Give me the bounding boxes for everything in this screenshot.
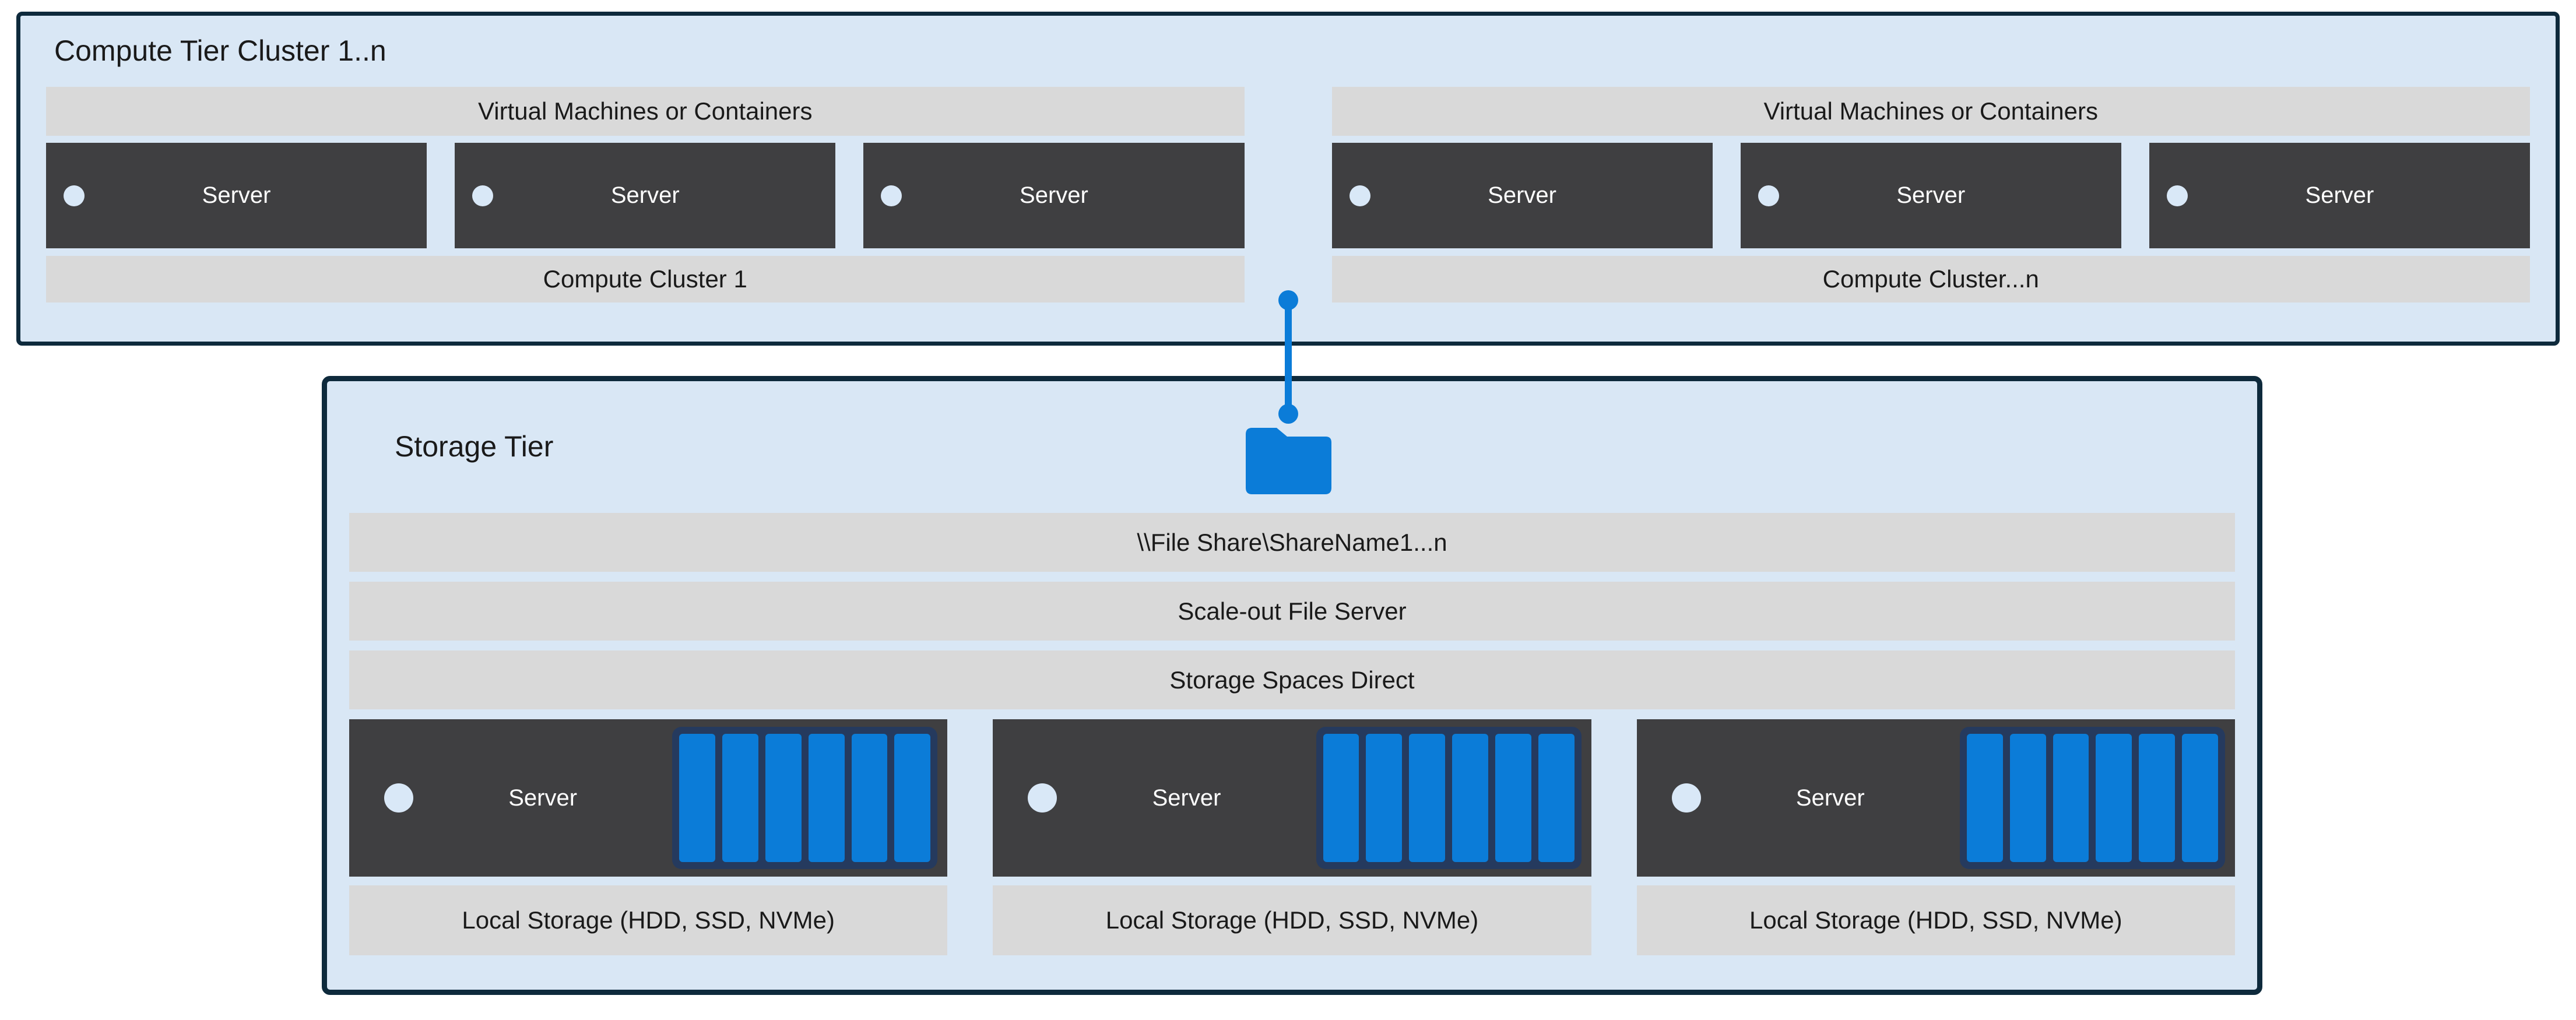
storage-tier-panel: Storage Tier \\File Share\ShareName1...n…: [322, 376, 2262, 995]
compute-servers-row: Server Server Server: [46, 143, 1245, 248]
compute-cluster-label-bar: Compute Cluster...n: [1331, 256, 2530, 303]
disk-icon: [2096, 734, 2132, 862]
server-indicator-icon: [2166, 185, 2188, 206]
disk-icon: [2182, 734, 2218, 862]
compute-server-box: Server: [1740, 143, 2121, 248]
compute-cluster-label-bar: Compute Cluster 1: [46, 256, 1245, 303]
server-label: Server: [1488, 182, 1556, 208]
disk-array-icon: [672, 727, 938, 869]
disk-icon: [808, 734, 845, 862]
connector-endpoint-bottom-icon: [1278, 404, 1298, 424]
compute-tier-title: Compute Tier Cluster 1..n: [54, 34, 386, 67]
server-label: Server: [202, 182, 271, 208]
server-label: Server: [610, 182, 680, 208]
compute-servers-row: Server Server Server: [1331, 143, 2531, 248]
server-label: Server: [1020, 182, 1088, 208]
disk-icon: [1323, 734, 1359, 862]
disk-icon: [851, 734, 888, 862]
server-label: Server: [1795, 785, 1865, 811]
storage-server-box: Server: [1636, 719, 2235, 877]
server-indicator-icon: [1028, 783, 1057, 813]
disk-array-icon: [1959, 727, 2225, 869]
connector-endpoint-top-icon: [1278, 290, 1298, 310]
storage-server-box: Server: [993, 719, 1591, 877]
local-storage-bar: Local Storage (HDD, SSD, NVMe): [349, 885, 948, 955]
local-storage-row: Local Storage (HDD, SSD, NVMe) Local Sto…: [349, 885, 2235, 955]
compute-server-box: Server: [863, 143, 1245, 248]
folder-icon: [1240, 420, 1337, 494]
server-indicator-icon: [1758, 185, 1779, 206]
disk-icon: [1409, 734, 1446, 862]
disk-icon: [2139, 734, 2176, 862]
disk-icon: [2053, 734, 2089, 862]
compute-tier-panel: Compute Tier Cluster 1..n Virtual Machin…: [16, 12, 2560, 346]
compute-server-box: Server: [1331, 143, 1713, 248]
disk-icon: [1452, 734, 1488, 862]
storage-spaces-direct-bar: Storage Spaces Direct: [349, 650, 2235, 709]
compute-clusters-row: Virtual Machines or Containers Server Se…: [46, 87, 2531, 303]
server-indicator-icon: [64, 185, 85, 206]
server-indicator-icon: [1349, 185, 1370, 206]
server-label: Server: [1152, 785, 1221, 811]
vm-or-containers-bar: Virtual Machines or Containers: [46, 87, 1245, 136]
disk-icon: [1495, 734, 1531, 862]
server-indicator-icon: [1671, 783, 1701, 813]
local-storage-bar: Local Storage (HDD, SSD, NVMe): [993, 885, 1591, 955]
server-label: Server: [2305, 182, 2374, 208]
disk-icon: [765, 734, 802, 862]
disk-array-icon: [1316, 727, 1582, 869]
storage-tier-title: Storage Tier: [395, 430, 554, 463]
file-share-bar: \\File Share\ShareName1...n: [349, 513, 2235, 572]
server-label: Server: [508, 785, 578, 811]
disk-icon: [1966, 734, 2003, 862]
compute-server-box: Server: [455, 143, 836, 248]
disk-icon: [894, 734, 931, 862]
storage-server-box: Server: [349, 719, 948, 877]
tier-connector-line: [1285, 300, 1292, 414]
server-indicator-icon: [472, 185, 494, 206]
server-indicator-icon: [881, 185, 902, 206]
compute-server-box: Server: [46, 143, 427, 248]
storage-servers-row: Server Server Server: [349, 719, 2235, 877]
server-label: Server: [1896, 182, 1966, 208]
scale-out-file-server-bar: Scale-out File Server: [349, 582, 2235, 641]
disk-icon: [1366, 734, 1403, 862]
vm-or-containers-bar: Virtual Machines or Containers: [1331, 87, 2530, 136]
disk-icon: [679, 734, 716, 862]
compute-server-box: Server: [2149, 143, 2531, 248]
compute-cluster-n: Virtual Machines or Containers Server Se…: [1331, 87, 2531, 303]
disk-icon: [2009, 734, 2046, 862]
server-indicator-icon: [384, 783, 413, 813]
compute-cluster-1: Virtual Machines or Containers Server Se…: [46, 87, 1245, 303]
disk-icon: [722, 734, 758, 862]
local-storage-bar: Local Storage (HDD, SSD, NVMe): [1636, 885, 2235, 955]
disk-icon: [1538, 734, 1575, 862]
